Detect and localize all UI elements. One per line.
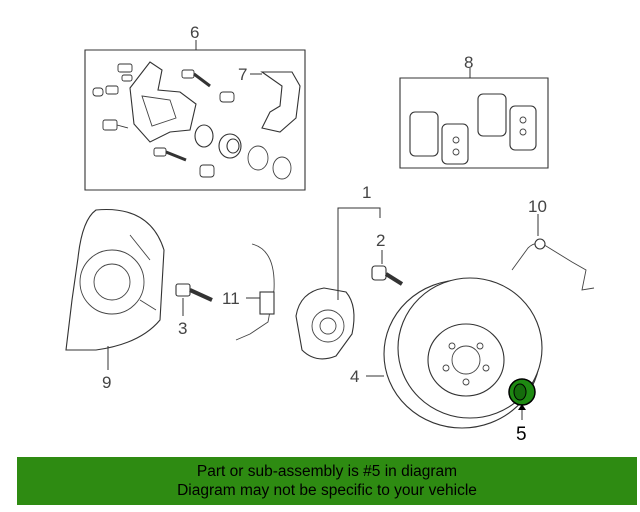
callout-2: 2 bbox=[376, 231, 385, 250]
hub-assembly bbox=[295, 207, 381, 360]
callout-10: 10 bbox=[528, 197, 547, 216]
caliper-kit-group bbox=[84, 40, 306, 191]
lug-nut-highlighted[interactable] bbox=[508, 378, 536, 420]
brake-hose bbox=[511, 214, 595, 291]
callout-1: 1 bbox=[362, 183, 371, 202]
banner-line-1: Part or sub-assembly is #5 in diagram bbox=[196, 463, 458, 480]
parts-diagram: 6 7 8 1 10 2 11 3 4 9 5 bbox=[65, 23, 595, 445]
callout-9: 9 bbox=[102, 373, 111, 392]
dust-shield bbox=[65, 208, 165, 370]
callout-8: 8 bbox=[464, 53, 473, 72]
abs-sensor bbox=[235, 243, 275, 341]
callout-6: 6 bbox=[190, 23, 199, 42]
stud-2 bbox=[371, 250, 404, 286]
callout-7: 7 bbox=[238, 65, 247, 84]
callout-11: 11 bbox=[222, 289, 240, 308]
callout-5: 5 bbox=[516, 424, 527, 445]
callout-3: 3 bbox=[178, 319, 187, 338]
info-banner: Part or sub-assembly is #5 in diagram Di… bbox=[17, 457, 637, 505]
brake-rotor bbox=[366, 277, 543, 429]
bolt-3 bbox=[175, 283, 213, 316]
banner-line-2: Diagram may not be specific to your vehi… bbox=[177, 482, 477, 499]
brake-pad-group bbox=[399, 68, 549, 169]
callout-4: 4 bbox=[350, 367, 359, 386]
